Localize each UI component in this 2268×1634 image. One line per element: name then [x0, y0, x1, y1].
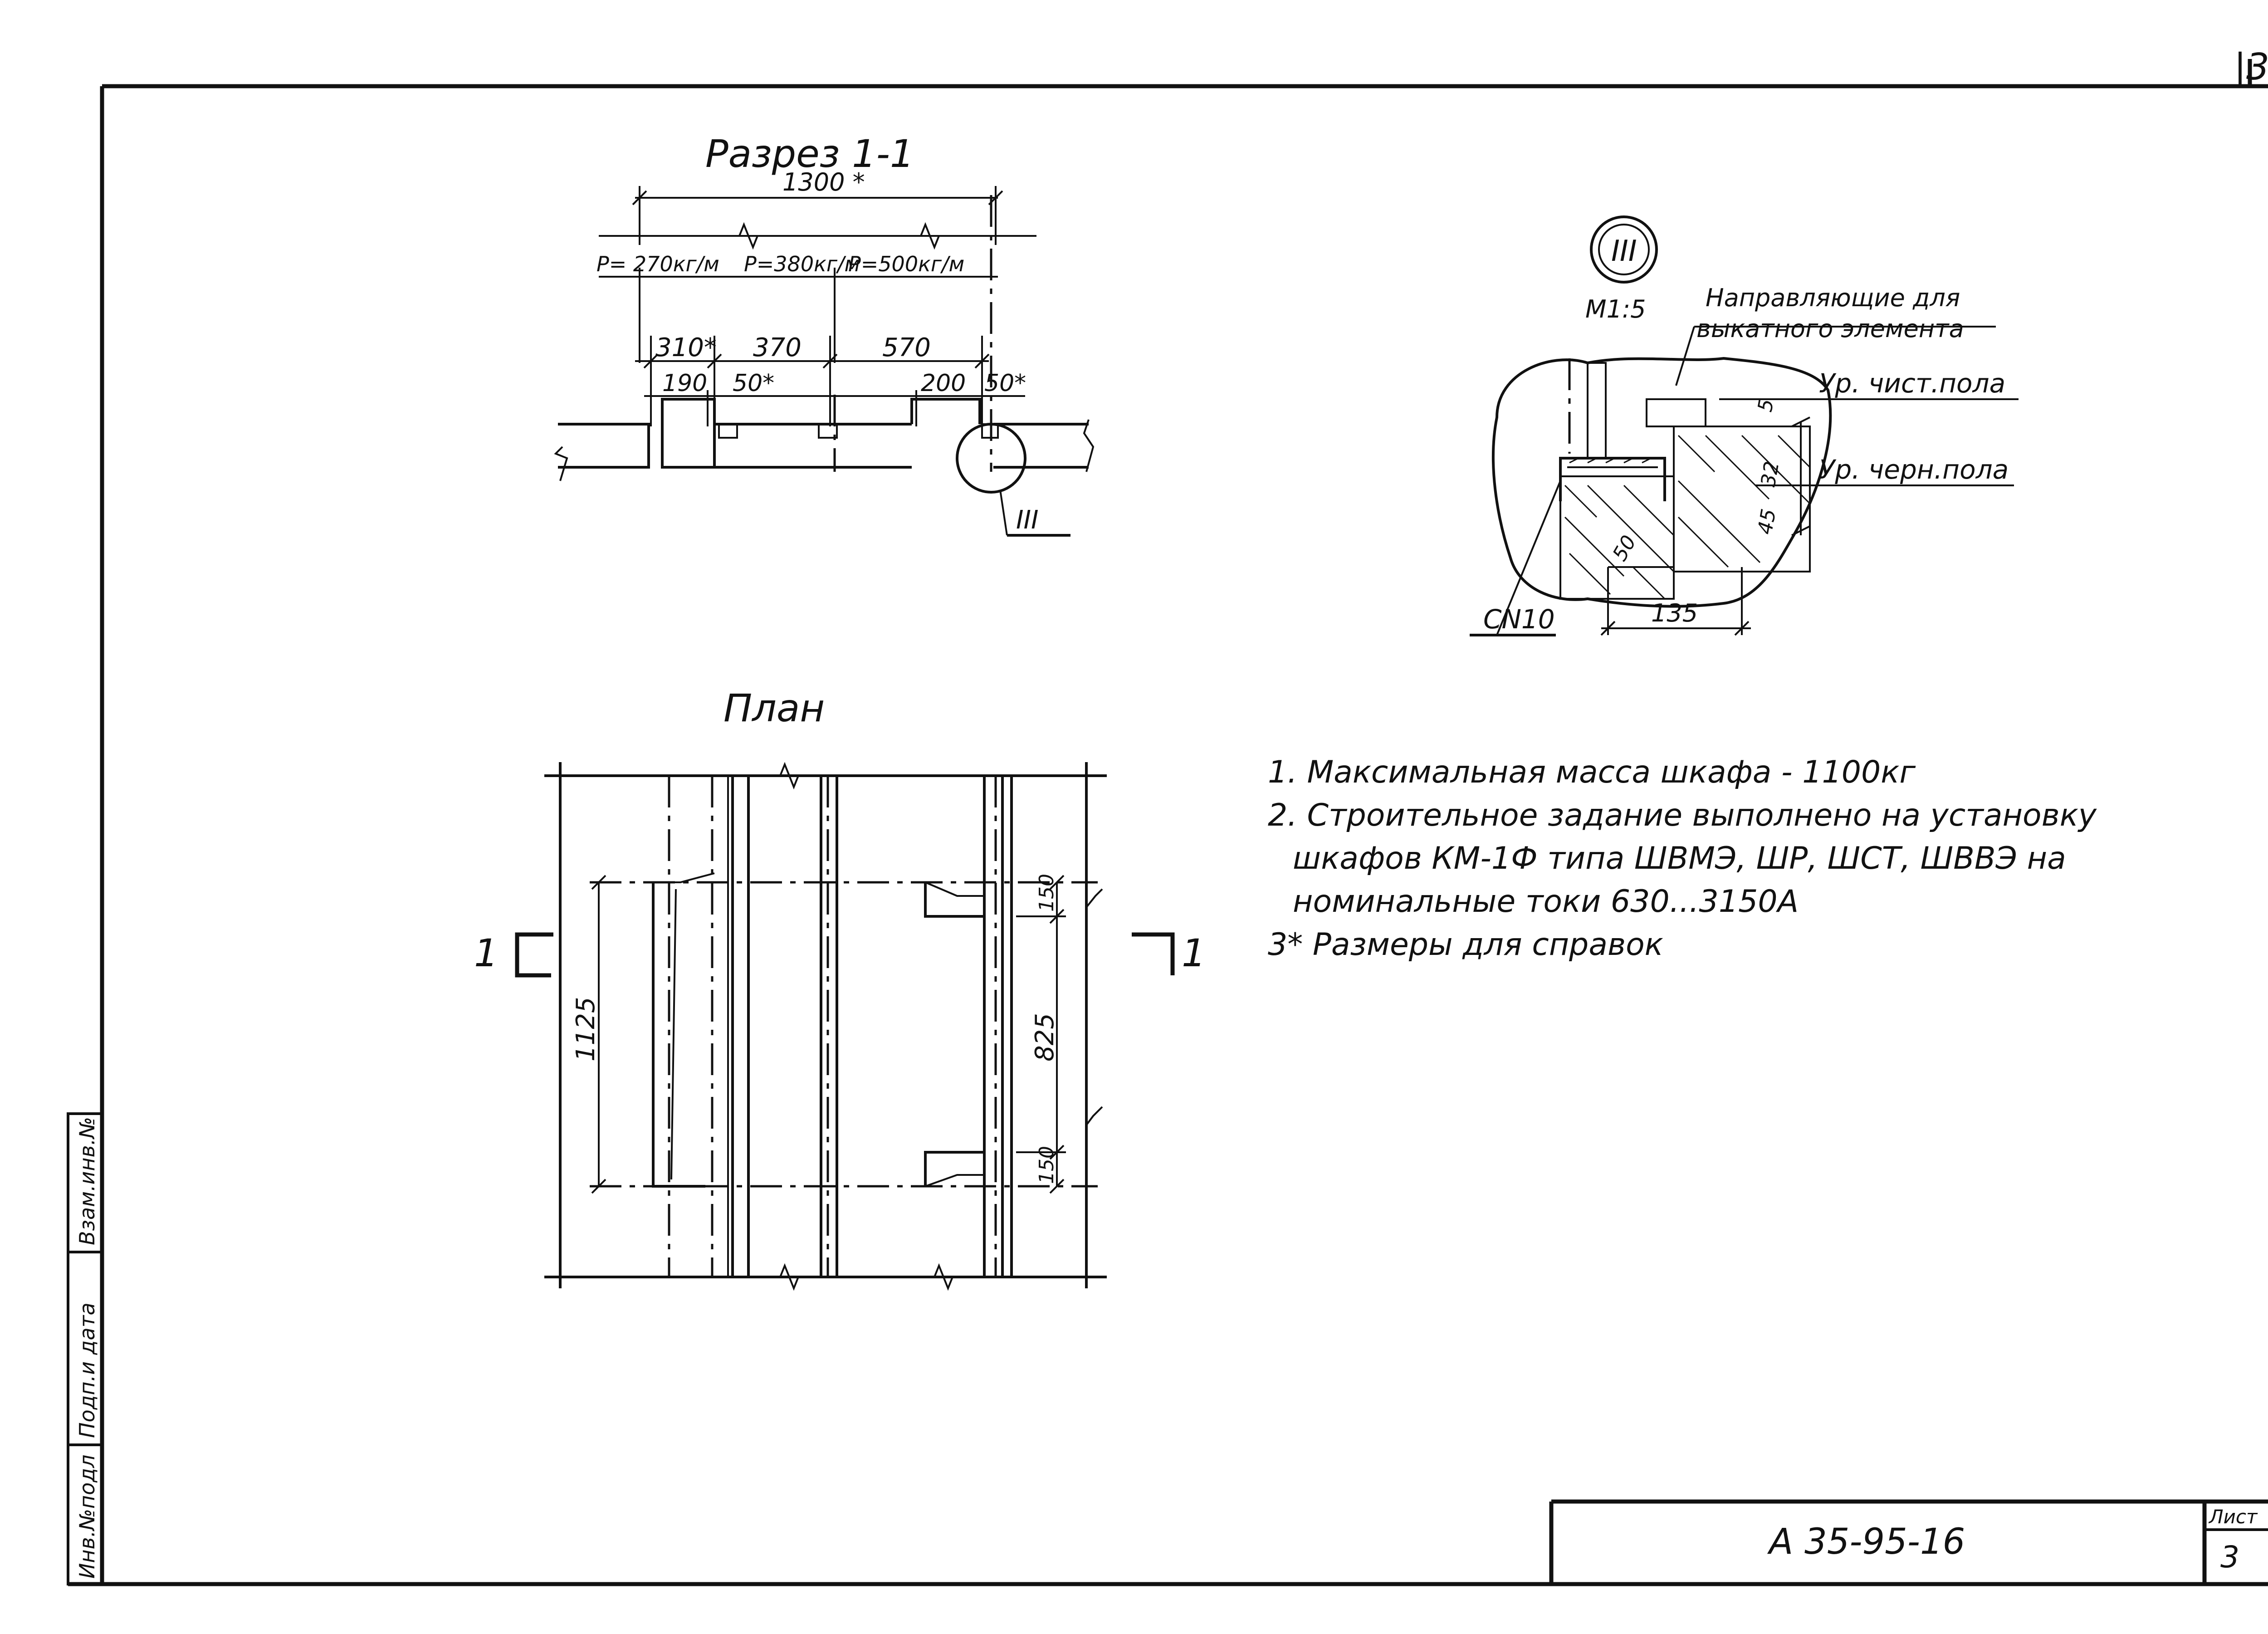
- side-label-podp-data: Подп.и дата: [75, 1302, 99, 1438]
- dim-370: 370: [753, 333, 802, 362]
- detail-badge: III: [1611, 235, 1637, 268]
- plan-dim-825: 825: [1030, 1013, 1060, 1062]
- sheet-label: Лист: [2208, 1506, 2258, 1528]
- detail-dim-32: 32: [1757, 460, 1784, 489]
- plan-dim-1125: 1125: [571, 997, 601, 1062]
- load-3: P=500кг/м: [848, 252, 964, 276]
- sheet-number: 3: [2220, 1540, 2239, 1575]
- plan-cut-right: 1: [1182, 931, 1206, 975]
- detail-dim-45: 45: [1754, 507, 1781, 536]
- profile-label: СN10: [1483, 604, 1555, 635]
- plan-dim-150-top: 150: [1035, 874, 1058, 912]
- load-1: P= 270кг/м: [596, 252, 719, 276]
- plan-title: План: [723, 686, 825, 730]
- side-stamp: [67, 1112, 103, 1585]
- detail-scale: M1:5: [1585, 295, 1646, 323]
- note-3: 3* Размеры для справок: [1268, 927, 1663, 963]
- note-2: 2. Строительное задание выполнено на уст…: [1268, 797, 2097, 833]
- top-right-mark: |3: [2234, 46, 2268, 88]
- title-block: [1549, 1499, 2268, 1584]
- dim-310: 310*: [655, 333, 717, 362]
- load-2: P=380кг/м: [744, 252, 860, 276]
- side-label-inv-podl: Инв.№подл: [75, 1455, 99, 1579]
- plan-dim-150-bottom: 150: [1035, 1146, 1058, 1184]
- detail-dim-50: 50: [1608, 532, 1641, 565]
- note-2-cont-1: шкафов КМ-1Ф типа ШВМЭ, ШР, ШСТ, ШВВЭ на: [1293, 841, 2066, 876]
- notes: 1. Максимальная масса шкафа - 1100кг 2. …: [1268, 754, 2097, 963]
- dim-50a: 50*: [733, 370, 774, 397]
- plan-cut-left: 1: [474, 931, 498, 975]
- detail-iii: [1470, 215, 2019, 636]
- section-callout: III: [1016, 505, 1039, 535]
- detail-dim-135: 135: [1651, 599, 1698, 627]
- note-1: 1. Максимальная масса шкафа - 1100кг: [1268, 754, 1916, 790]
- dim-190: 190: [662, 370, 707, 397]
- dim-570: 570: [882, 333, 931, 362]
- side-label-vzam-inv: Взам.инв.№: [75, 1117, 99, 1245]
- rough-floor-label: Ур. черн.пола: [1819, 454, 2009, 485]
- doc-code: А 35-95-16: [1767, 1521, 1965, 1562]
- note-2-cont-2: номинальные токи 630...3150А: [1293, 884, 1799, 920]
- dim-200: 200: [921, 370, 966, 397]
- guides-label-2: выкатного элемента: [1696, 314, 1964, 343]
- section-title: Разрез 1-1: [705, 132, 914, 176]
- guides-label-1: Направляющие для: [1706, 284, 1960, 312]
- section-profile: [554, 195, 1095, 537]
- plan-view: [515, 762, 1175, 1291]
- clean-floor-label: Ур. чист.пола: [1819, 368, 2005, 399]
- overall-dim: 1300 *: [782, 168, 865, 196]
